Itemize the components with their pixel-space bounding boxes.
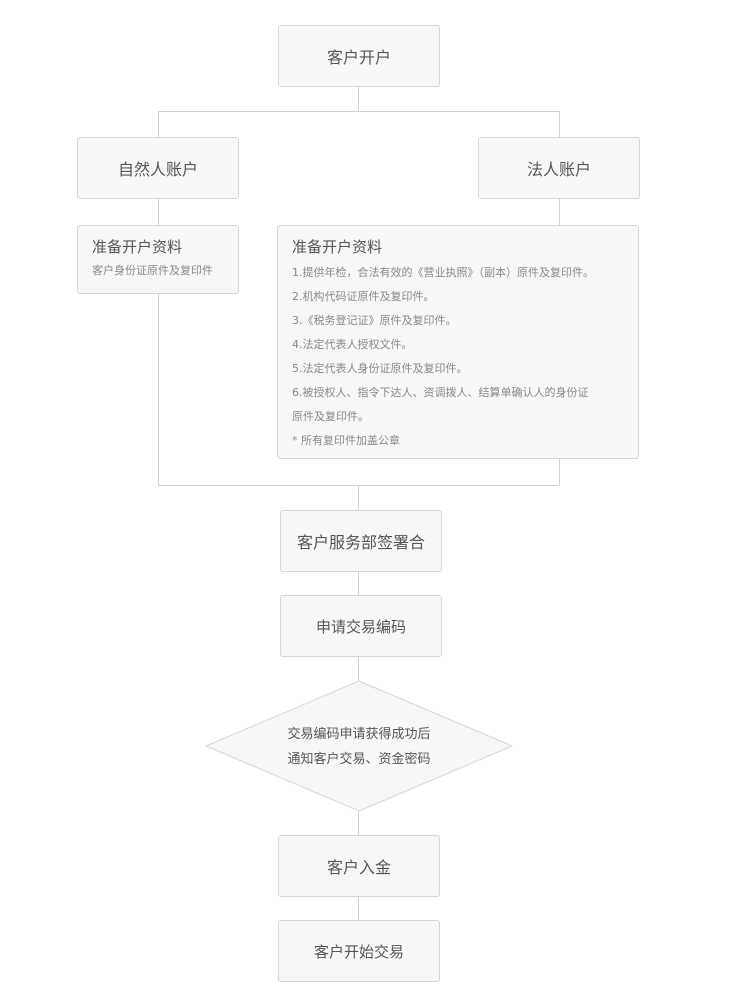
start-trading-label: 客户开始交易 xyxy=(313,942,404,961)
corporate-docs-item: 2.机构代码证原件及复印件。 xyxy=(292,290,435,303)
decision-line-2: 通知客户交易、资金密码 xyxy=(287,752,431,767)
corporate-docs-item: 4.法定代表人授权文件。 xyxy=(292,338,413,351)
corporate-docs-item: 原件及复印件。 xyxy=(292,410,369,423)
personal-docs-item: 客户身份证原件及复印件 xyxy=(92,264,213,277)
corporate-docs-item: 3.《税务登记证》原件及复印件。 xyxy=(292,314,457,327)
corporate-docs-item: 6.被授权人、指令下达人、资调拨人、结算单确认人的身份证 xyxy=(292,386,589,399)
decision-text: 交易编码申请获得成功后 通知客户交易、资金密码 xyxy=(206,722,512,772)
deposit-node: 客户入金 xyxy=(278,835,440,897)
personal-docs-title: 准备开户资料 xyxy=(92,238,183,256)
decision-diamond xyxy=(204,680,514,812)
decision-line-1: 交易编码申请获得成功后 xyxy=(287,727,431,742)
sign-contract-node: 客户服务部签署合 xyxy=(280,510,442,572)
personal-docs-node: 准备开户资料 客户身份证原件及复印件 xyxy=(77,225,239,294)
corporate-account-label: 法人账户 xyxy=(526,160,591,179)
start-trading-node: 客户开始交易 xyxy=(278,920,440,982)
corporate-docs-note: * 所有复印件加盖公章 xyxy=(292,434,400,447)
corporate-docs-node: 准备开户资料 1.提供年检，合法有效的《营业执照》（副本）原件及复印件。 2.机… xyxy=(277,225,639,459)
apply-code-node: 申请交易编码 xyxy=(280,595,442,657)
deposit-label: 客户入金 xyxy=(326,858,391,877)
corporate-docs-item: 1.提供年检，合法有效的《营业执照》（副本）原件及复印件。 xyxy=(292,266,594,279)
corporate-account-node: 法人账户 xyxy=(478,137,640,199)
corporate-docs-item: 5.法定代表人身份证原件及复印件。 xyxy=(292,362,468,375)
open-account-label: 客户开户 xyxy=(326,48,391,67)
open-account-node: 客户开户 xyxy=(278,25,440,87)
personal-account-label: 自然人账户 xyxy=(117,160,198,179)
apply-code-label: 申请交易编码 xyxy=(315,617,406,636)
personal-account-node: 自然人账户 xyxy=(77,137,239,199)
sign-contract-label: 客户服务部签署合 xyxy=(296,533,425,552)
corporate-docs-title: 准备开户资料 xyxy=(292,238,383,256)
